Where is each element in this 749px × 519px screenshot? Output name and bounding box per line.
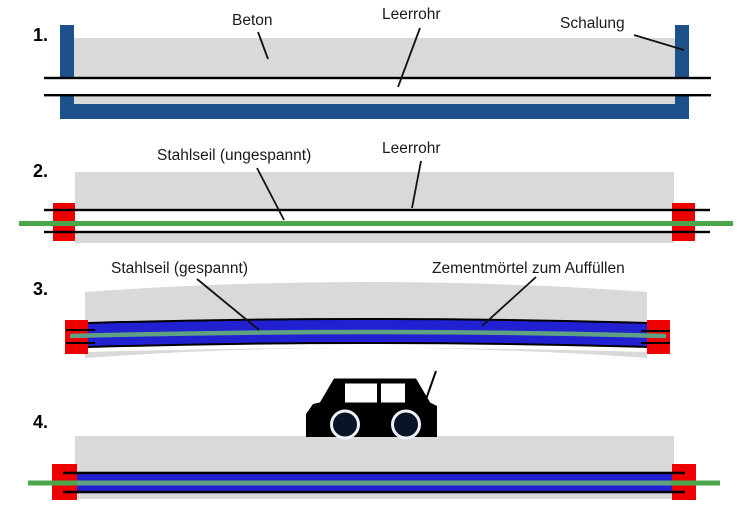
formwork-shell <box>60 25 689 119</box>
label-zementmoertel: Zementmörtel zum Auffüllen <box>432 260 625 277</box>
car-wheel-front <box>330 409 360 440</box>
car-icon <box>306 370 437 440</box>
label-beton: Beton <box>232 12 273 29</box>
steel-cable-end-right <box>671 480 720 486</box>
conduit-channel-1 <box>44 79 711 94</box>
conduit-top-line-2 <box>44 208 710 212</box>
beton-leader-line <box>257 31 269 60</box>
conduit-gap-3 <box>88 343 648 352</box>
stahlseil-leader-line-3 <box>196 278 260 331</box>
car-wheel-rear <box>391 409 421 440</box>
step1-number: 1. <box>33 25 49 45</box>
leerrohr-leader-line-1 <box>397 27 421 88</box>
conduit-bottom-line-3 <box>87 342 649 348</box>
steel-cable-untensioned <box>19 221 733 226</box>
label-stahlseil-gespannt: Stahlseil (gespannt) <box>111 260 248 277</box>
conduit-top-line-4 <box>63 471 685 475</box>
car-window-front <box>345 383 377 403</box>
label-leerrohr-2: Leerrohr <box>382 140 441 157</box>
conduit-bottom-line-2 <box>44 230 710 234</box>
step1-formwork-stage <box>44 25 711 119</box>
step4-number: 4. <box>33 412 49 432</box>
step2-number: 2. <box>33 161 49 181</box>
step2-untensioned-stage <box>19 160 733 243</box>
label-stahlseil-ungespannt: Stahlseil (ungespannt) <box>157 147 312 164</box>
label-leerrohr-1: Leerrohr <box>382 6 441 23</box>
step4-loaded-stage <box>28 370 720 500</box>
car-window-rear <box>381 383 405 403</box>
conduit-top-line-1 <box>44 76 711 80</box>
leerrohr-leader-line-2 <box>411 160 422 209</box>
step3-number: 3. <box>33 279 49 299</box>
step3-tensioned-stage <box>65 276 670 358</box>
label-schalung: Schalung <box>560 15 625 32</box>
conduit-bottom-line-1 <box>44 94 711 97</box>
stahlseil-leader-line-2 <box>256 167 285 221</box>
steel-cable-in-beam <box>77 480 671 486</box>
steel-cable-end-left <box>28 480 77 486</box>
conduit-top-line-3 <box>87 318 649 324</box>
conduit-bottom-line-4 <box>63 490 685 494</box>
steel-cable-tensioned <box>69 329 667 339</box>
zementmoertel-leader-line <box>481 276 537 327</box>
schalung-leader-line <box>633 34 685 51</box>
